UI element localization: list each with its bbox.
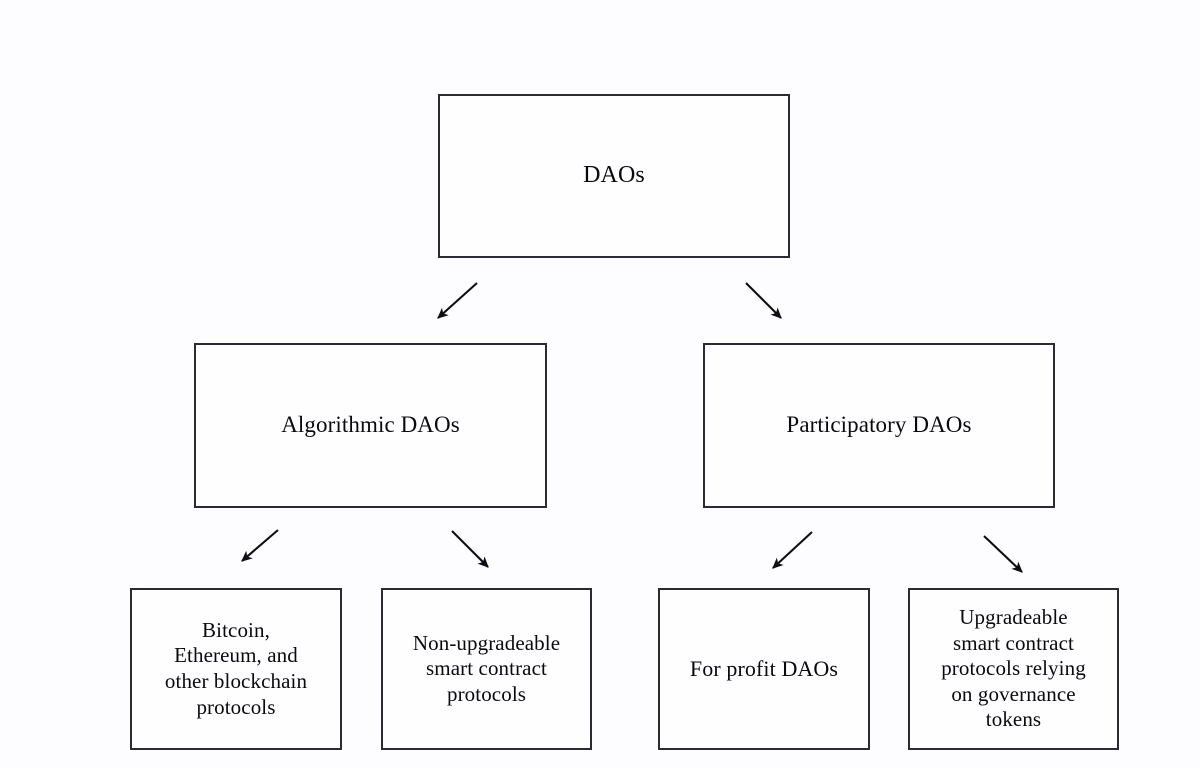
node-algorithmic-daos[interactable]: Algorithmic DAOs: [194, 343, 547, 508]
node-daos-label: DAOs: [583, 162, 645, 189]
node-blockchain-protocols-label: Bitcoin, Ethereum, and other blockchain …: [164, 617, 308, 719]
node-upgradeable-label: Upgradeable smart contract protocols rel…: [941, 604, 1086, 732]
arrow-root-to-participatory: [745, 282, 782, 319]
node-daos[interactable]: DAOs: [438, 94, 790, 258]
arrow-participatory-to-upgradeable: [983, 535, 1023, 573]
node-upgradeable-smart-contract-protocols[interactable]: Upgradeable smart contract protocols rel…: [908, 588, 1119, 750]
arrow-participatory-to-for-profit: [772, 531, 813, 569]
arrow-algorithmic-to-blockchain-protocols: [241, 529, 279, 562]
node-non-upgradeable-label: Non-upgradeable smart contract protocols: [412, 630, 561, 706]
node-for-profit-daos-label: For profit DAOs: [689, 655, 839, 681]
node-non-upgradeable-smart-contract-protocols[interactable]: Non-upgradeable smart contract protocols: [381, 588, 592, 750]
node-participatory-daos[interactable]: Participatory DAOs: [703, 343, 1055, 508]
node-for-profit-daos[interactable]: For profit DAOs: [658, 588, 870, 750]
arrow-root-to-algorithmic: [437, 282, 478, 319]
arrow-algorithmic-to-non-upgradeable: [451, 530, 489, 568]
node-blockchain-protocols[interactable]: Bitcoin, Ethereum, and other blockchain …: [130, 588, 342, 750]
node-algorithmic-daos-label: Algorithmic DAOs: [281, 412, 460, 438]
node-participatory-daos-label: Participatory DAOs: [786, 412, 972, 438]
